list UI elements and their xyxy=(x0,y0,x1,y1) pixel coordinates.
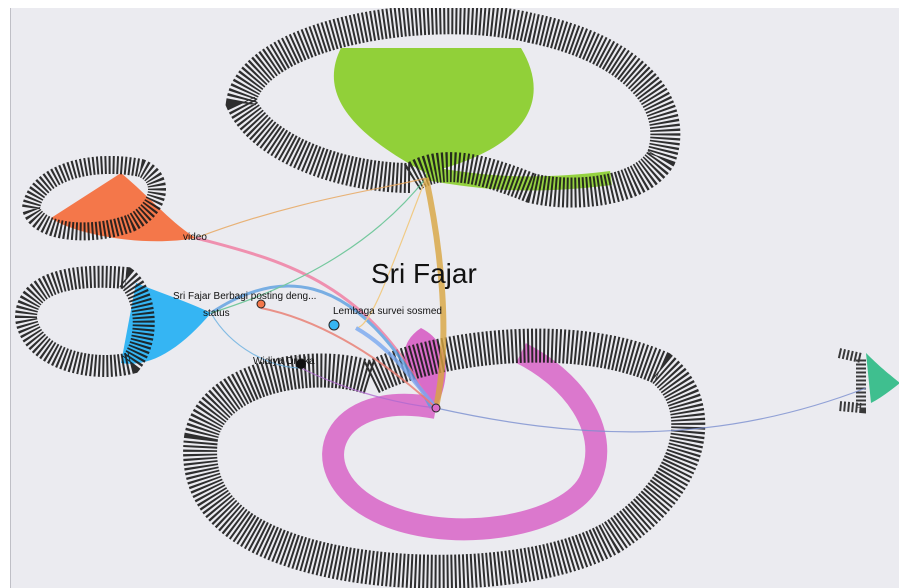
graph-title: Sri Fajar xyxy=(371,258,477,289)
node-lembaga xyxy=(328,319,340,331)
node-label-widiya: Widiya Oriska xyxy=(253,356,315,367)
node-label-status: status xyxy=(203,308,230,319)
cluster-pink xyxy=(183,328,706,588)
node-hub-pink xyxy=(431,403,441,413)
edge xyxy=(195,236,433,409)
edge xyxy=(355,177,427,329)
cluster-teal-fan xyxy=(866,353,899,403)
cluster-teal xyxy=(837,348,899,414)
node-widiya xyxy=(296,359,306,369)
cluster-teal-halo xyxy=(837,348,866,414)
edge xyxy=(355,326,438,410)
nodes[interactable] xyxy=(256,299,441,413)
cluster-blue-fan xyxy=(121,283,211,364)
edges xyxy=(195,177,867,433)
cluster-green-halo xyxy=(225,8,681,208)
cluster-blue xyxy=(14,265,211,377)
cluster-orange xyxy=(21,156,196,242)
edge xyxy=(435,387,867,433)
edge xyxy=(260,307,437,409)
node-label-video: video xyxy=(183,232,207,243)
edge xyxy=(195,177,427,239)
node-posting xyxy=(256,299,266,309)
edge xyxy=(210,177,427,314)
cluster-pink-ring xyxy=(322,343,608,541)
node-label-posting: Sri Fajar Berbagi posting deng... xyxy=(173,291,316,302)
edge xyxy=(210,312,302,369)
cluster-orange-halo xyxy=(21,156,166,241)
network-graph[interactable]: Sri Fajar video status Sri Fajar Berbagi… xyxy=(11,8,899,588)
cluster-green-skirt xyxy=(424,166,612,191)
cluster-green xyxy=(225,8,681,208)
graph-canvas: Sri Fajar video status Sri Fajar Berbagi… xyxy=(10,8,899,588)
edge xyxy=(300,367,437,409)
edge xyxy=(210,284,433,409)
edge xyxy=(423,177,447,409)
node-label-lembaga: Lembaga survei sosmed xyxy=(333,306,442,317)
cluster-blue-halo xyxy=(14,265,155,377)
cluster-green-fan xyxy=(333,48,534,173)
